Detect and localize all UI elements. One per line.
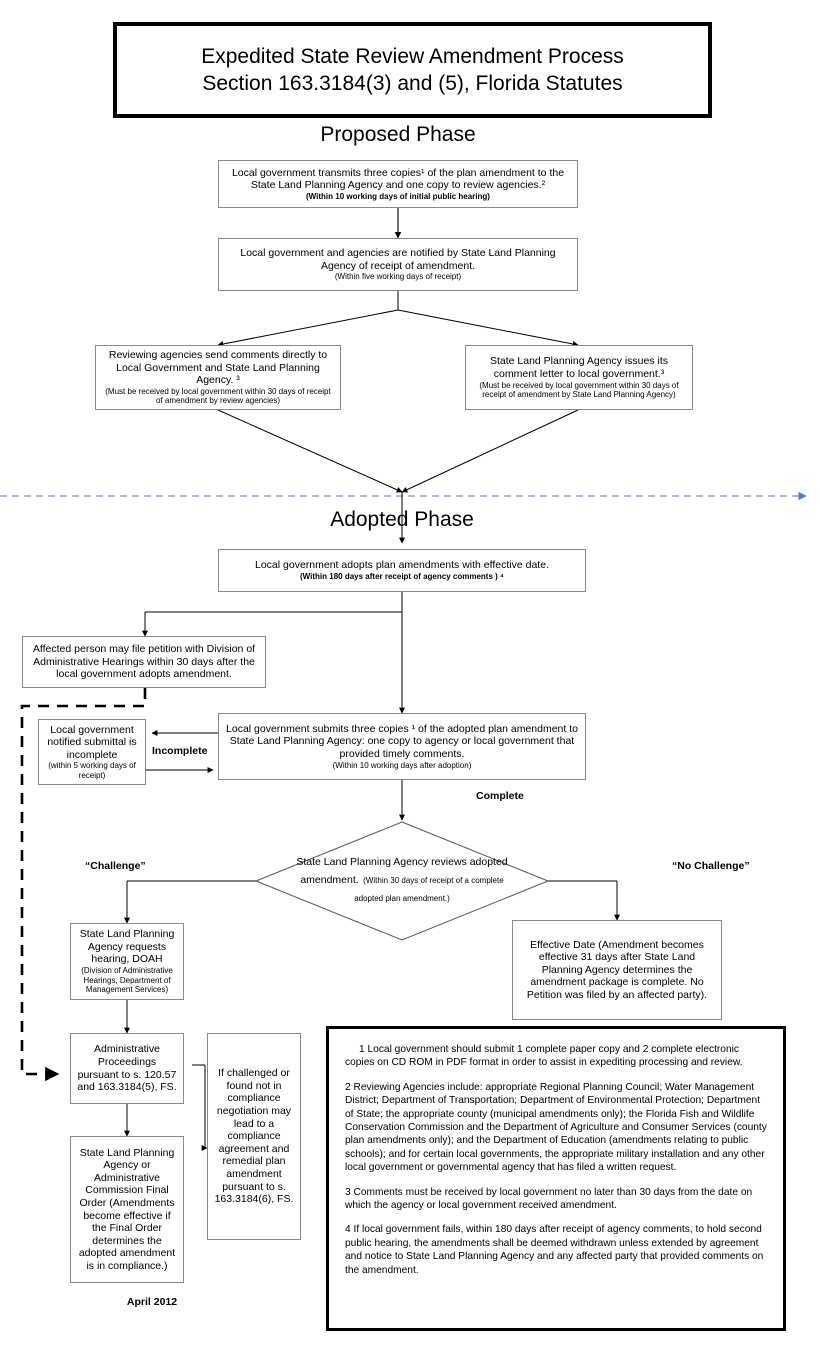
node-comment-letter-text: State Land Planning Agency issues its co…	[489, 355, 669, 380]
node-compliance-negotiation-text: If challenged or found not in compliance…	[214, 1067, 294, 1206]
node-review-comments-text: Reviewing agencies send comments directl…	[108, 349, 328, 387]
node-incomplete-text: Local government notified submittal is i…	[47, 723, 137, 761]
node-incomplete-note: (within 5 working days of receipt)	[48, 761, 136, 780]
edge-label-incomplete: Incomplete	[152, 745, 208, 757]
node-transmit-text: Local government transmits three copies¹…	[231, 166, 565, 192]
node-receipt-note: (Within five working days of receipt)	[334, 272, 462, 282]
proposed-phase-heading: Proposed Phase	[320, 123, 476, 146]
node-reviewing-agency-comments[interactable]: Reviewing agencies send comments directl…	[95, 345, 341, 410]
node-effective-date-text: Effective Date (Amendment becomes effect…	[526, 938, 708, 1001]
adopted-phase-heading: Adopted Phase	[330, 508, 474, 531]
node-local-government-adopts[interactable]: Local government adopts plan amendments …	[218, 549, 586, 592]
title-line-1: Expedited State Review Amendment Process	[201, 45, 624, 68]
node-transmit-amendment[interactable]: Local government transmits three copies¹…	[218, 160, 578, 208]
title-line-2: Section 163.3184(3) and (5), Florida Sta…	[202, 72, 623, 95]
edge-label-no-challenge: “No Challenge”	[672, 860, 750, 872]
node-review-decision-text: State Land Planning Agency reviews adopt…	[296, 856, 508, 886]
node-administrative-proceedings[interactable]: Administrative Proceedings pursuant to s…	[70, 1033, 184, 1104]
footnotes-box: 1 Local government should submit 1 compl…	[326, 1026, 786, 1331]
node-doah-note: (Division of Administrative Hearings, De…	[81, 966, 173, 995]
node-final-order-text: State Land Planning Agency or Administra…	[78, 1146, 176, 1272]
node-agency-comment-letter[interactable]: State Land Planning Agency issues its co…	[465, 345, 693, 410]
node-submits-note: (Within 10 working days after adoption)	[332, 760, 472, 770]
node-comment-letter-note: (Must be received by local government wi…	[479, 380, 679, 400]
node-affected-person-text: Affected person may file petition with D…	[32, 643, 256, 681]
node-agency-review-decision[interactable]: State Land Planning Agency reviews adopt…	[292, 852, 512, 906]
node-submits-adopted-amendment[interactable]: Local government submits three copies ¹ …	[218, 713, 586, 780]
node-doah-hearing-request[interactable]: State Land Planning Agency requests hear…	[70, 923, 184, 1000]
node-admin-proceedings-text: Administrative Proceedings pursuant to s…	[77, 1043, 177, 1094]
node-doah-text: State Land Planning Agency requests hear…	[79, 928, 175, 966]
node-submits-text: Local government submits three copies ¹ …	[226, 722, 578, 760]
node-effective-date[interactable]: Effective Date (Amendment becomes effect…	[512, 920, 722, 1020]
footnote-1: 1 Local government should submit 1 compl…	[345, 1044, 743, 1069]
node-adopts-note: (Within 180 days after receipt of agency…	[300, 572, 504, 581]
title-box: Expedited State Review Amendment Process…	[113, 22, 712, 118]
node-transmit-note: (Within 10 working days of initial publi…	[306, 191, 490, 201]
footnote-3: 3 Comments must be received by local gov…	[345, 1186, 753, 1212]
date-stamp: April 2012	[126, 1296, 178, 1308]
edge-label-complete: Complete	[476, 790, 524, 802]
node-receipt-text: Local government and agencies are notifi…	[240, 247, 556, 272]
footnote-4: 4 If local government fails, within 180 …	[345, 1224, 764, 1276]
edge-label-challenge: “Challenge”	[85, 860, 146, 872]
footnote-2: 2 Reviewing Agencies include: appropriat…	[345, 1081, 767, 1174]
node-compliance-negotiation[interactable]: If challenged or found not in compliance…	[207, 1033, 301, 1240]
node-adopts-text: Local government adopts plan amendments …	[255, 559, 549, 572]
node-affected-person-petition[interactable]: Affected person may file petition with D…	[22, 636, 266, 688]
node-final-order[interactable]: State Land Planning Agency or Administra…	[70, 1136, 184, 1283]
node-receipt-notification[interactable]: Local government and agencies are notifi…	[218, 238, 578, 291]
node-incomplete-notification[interactable]: Local government notified submittal is i…	[38, 719, 146, 785]
node-review-comments-note: (Must be received by local government wi…	[105, 386, 331, 406]
node-review-decision-note: (Within 30 days of receipt of a complete…	[354, 876, 504, 903]
